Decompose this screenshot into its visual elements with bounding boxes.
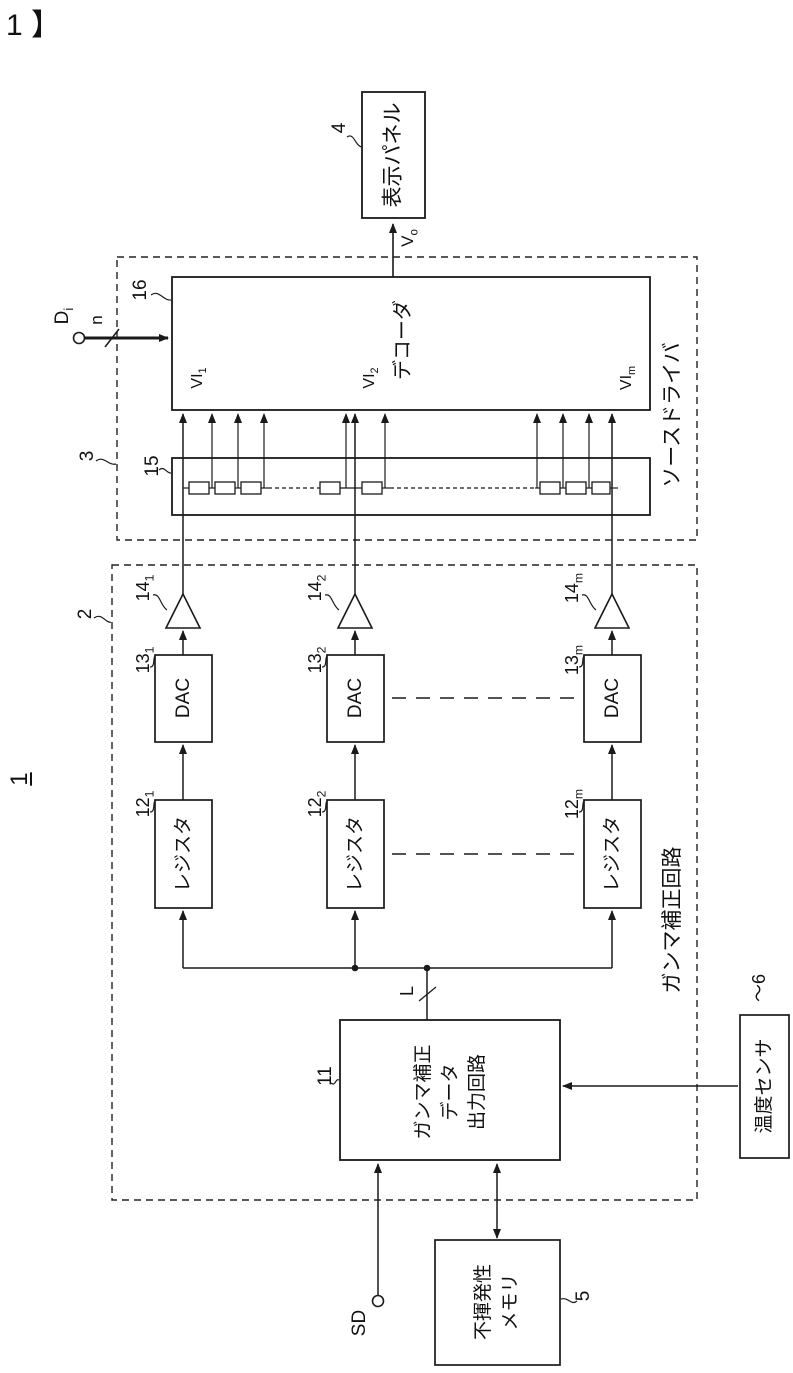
ref-13-1-label: 131	[132, 642, 157, 678]
gamma-output-circuit-label: ガンマ補正 データ 出力回路	[408, 1040, 492, 1144]
vi1-sub: 1	[197, 367, 210, 374]
ref-13-base: 13	[562, 655, 582, 676]
ref-14-base: 14	[562, 583, 582, 604]
register2-label: レジスタ	[345, 816, 366, 893]
ref-14-1-label: 141	[132, 570, 157, 606]
dac1-box	[154, 654, 213, 743]
figure-title: 1 】	[6, 9, 62, 42]
source-driver-dashed-box	[116, 256, 698, 541]
ref-12-base: 12	[305, 797, 325, 818]
ref-5-label: 5	[573, 1290, 594, 1302]
ref-15-label: 15	[142, 455, 163, 477]
decoder-label: デコーダ	[392, 300, 414, 380]
decoder-box	[171, 276, 651, 411]
ref-11-label: 11	[315, 1066, 336, 1086]
sd-terminal-circle	[371, 1294, 385, 1308]
ref-12-m-label: 12m	[561, 786, 586, 822]
bus-junction-dot-1	[351, 964, 359, 972]
ref-14-base: 14	[305, 581, 325, 602]
ref-6-label: 〜6	[749, 974, 769, 1003]
ref-12-base: 12	[133, 797, 153, 818]
di-signal-label: Di	[50, 299, 76, 333]
di-terminal-circle	[72, 331, 86, 345]
vi2-label: VI2	[358, 361, 382, 395]
ref-13-sub: m	[571, 644, 586, 656]
bus-width-slash-n	[104, 328, 120, 348]
vo-base: V	[398, 235, 417, 247]
vo-sub: o	[408, 229, 421, 236]
ref-14-sub: 1	[142, 574, 157, 582]
ref-14-sub: 2	[314, 574, 329, 582]
registerm-label: レジスタ	[602, 816, 623, 893]
register1-box	[154, 799, 213, 909]
ref-12-sub: m	[571, 788, 586, 800]
vi2-sub: 2	[369, 367, 382, 374]
vi1-base: VI	[189, 373, 206, 389]
ref-2-label: 2	[75, 608, 96, 620]
resistor-ladder-box	[171, 457, 651, 516]
gamma-circuit-dashed-box	[111, 564, 698, 1201]
ladder-tap-arrows	[208, 413, 593, 488]
circuit11-line1: ガンマ補正	[412, 1044, 434, 1140]
ref-13-base: 13	[133, 653, 153, 674]
ref-12-sub: 1	[142, 790, 157, 798]
ref-12-sub: 2	[314, 790, 329, 798]
ref-13-2-label: 132	[304, 642, 329, 678]
ref-13-m-label: 13m	[561, 642, 586, 678]
memory-line1: 不揮発性	[473, 1264, 494, 1341]
di-base: D	[52, 310, 73, 325]
nonvolatile-memory-label: 不揮発性 メモリ	[469, 1258, 525, 1346]
ref-13-base: 13	[305, 653, 325, 674]
di-sub: i	[60, 307, 76, 311]
gamma-circuit-label: ガンマ補正回路	[661, 846, 684, 994]
sd-signal-label: SD	[349, 1309, 370, 1337]
memory-box	[434, 1239, 561, 1366]
ref-12-1-label: 121	[132, 786, 157, 822]
vi2-base: VI	[361, 373, 378, 389]
bus-width-n-label: n	[87, 315, 106, 325]
circuit11-line2: データ	[439, 1063, 461, 1121]
source-driver-label: ソースドライバ	[661, 342, 684, 488]
display-panel-label: 表示パネル	[381, 102, 405, 208]
ref-3-label: 3	[77, 450, 98, 462]
dacm-label: DAC	[602, 677, 623, 719]
amp2-triangle	[336, 592, 374, 629]
gamma-output-circuit-box	[339, 1019, 561, 1161]
amp1-triangle	[164, 592, 202, 629]
vim-label: VIm	[615, 361, 639, 395]
ref-16-label: 16	[130, 279, 151, 301]
ref-12-2-label: 122	[304, 786, 329, 822]
vim-sub: m	[626, 365, 639, 375]
display-panel-box	[361, 91, 426, 219]
ampm-triangle	[593, 592, 631, 629]
ref-14-base: 14	[133, 581, 153, 602]
ref-14-sub: m	[571, 572, 586, 584]
ref-12-base: 12	[562, 799, 582, 820]
ref-14-m-label: 14m	[561, 570, 586, 606]
ref-13-sub: 2	[314, 646, 329, 654]
temp-sensor-label: 温度センサ	[754, 1038, 775, 1134]
temp-sensor-box	[739, 1014, 790, 1159]
ref-4-label: 4	[329, 122, 350, 134]
dac2-label: DAC	[345, 677, 366, 719]
bus-width-slash-l	[418, 986, 437, 1002]
bus-width-l-label: L	[397, 986, 417, 997]
vim-base: VI	[618, 374, 635, 391]
vi1-label: VI1	[186, 361, 210, 395]
ref-13-sub: 1	[142, 646, 157, 654]
ref-14-2-label: 142	[304, 570, 329, 606]
ladder-resistors	[188, 481, 611, 495]
memory-line2: メモリ	[500, 1273, 521, 1331]
dac1-label: DAC	[173, 677, 194, 719]
bus-junction-dot-2	[423, 964, 431, 972]
dac2-box	[326, 654, 385, 743]
leader-lines	[93, 135, 597, 1304]
register1-label: レジスタ	[173, 816, 194, 893]
circuit11-line3: 出力回路	[466, 1054, 488, 1131]
system-ref-label: 1	[6, 772, 33, 786]
vo-signal-label: Vo	[396, 222, 420, 254]
